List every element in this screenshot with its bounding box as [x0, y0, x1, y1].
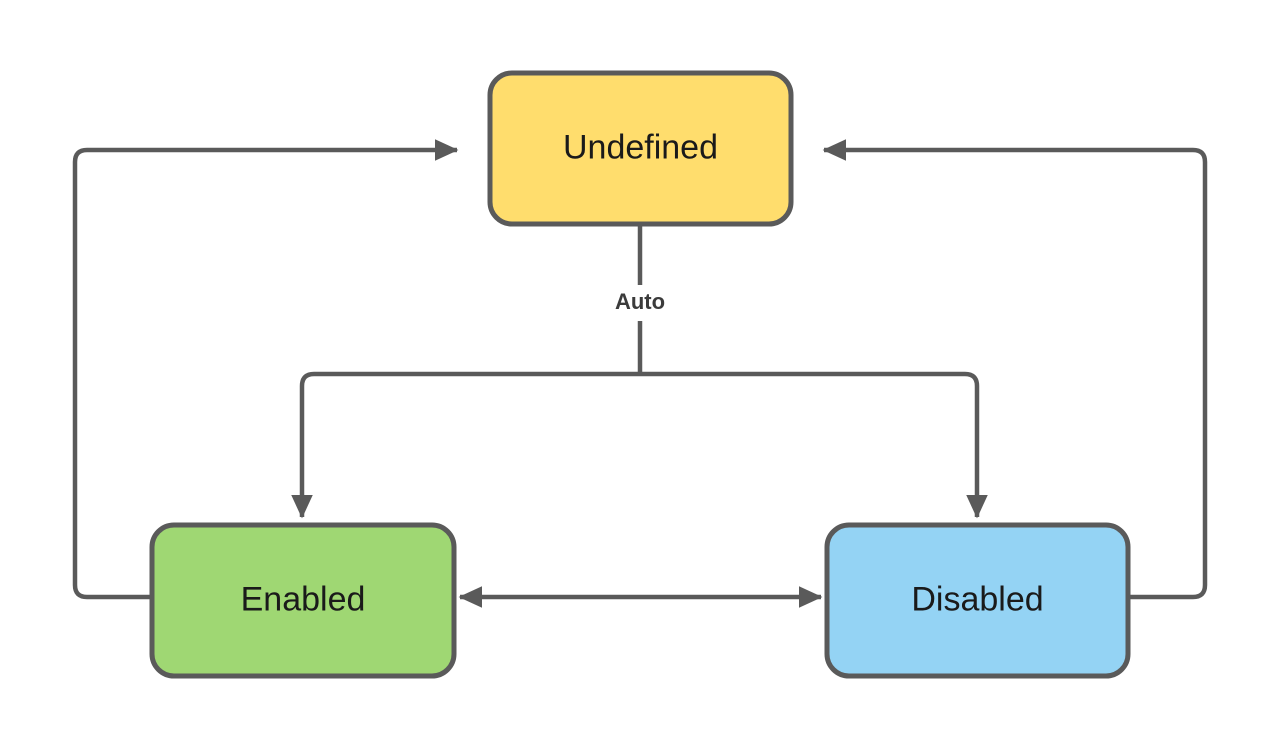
- node-undefined[interactable]: Undefined: [487, 70, 794, 227]
- node-enabled[interactable]: Enabled: [149, 522, 457, 679]
- node-disabled-shape[interactable]: [824, 522, 1131, 679]
- edge-label-auto-group: Auto: [594, 286, 686, 320]
- node-enabled-shape[interactable]: [149, 522, 457, 679]
- edge-group: [72, 139, 1208, 608]
- edge-label-auto: Auto: [615, 289, 665, 314]
- node-enabled-label: Enabled: [241, 580, 366, 618]
- edge-disabled-to-undefined[interactable]: [822, 139, 1208, 600]
- node-disabled[interactable]: Disabled: [824, 522, 1131, 679]
- node-undefined-label: Undefined: [563, 128, 718, 166]
- node-disabled-label: Disabled: [911, 580, 1043, 618]
- edge-auto-to-disabled[interactable]: [640, 371, 988, 519]
- edge-auto-to-enabled[interactable]: [291, 371, 640, 519]
- node-undefined-shape[interactable]: [487, 70, 794, 227]
- edge-enabled-to-undefined[interactable]: [72, 139, 459, 600]
- edge-label-auto-backdrop: [594, 286, 686, 320]
